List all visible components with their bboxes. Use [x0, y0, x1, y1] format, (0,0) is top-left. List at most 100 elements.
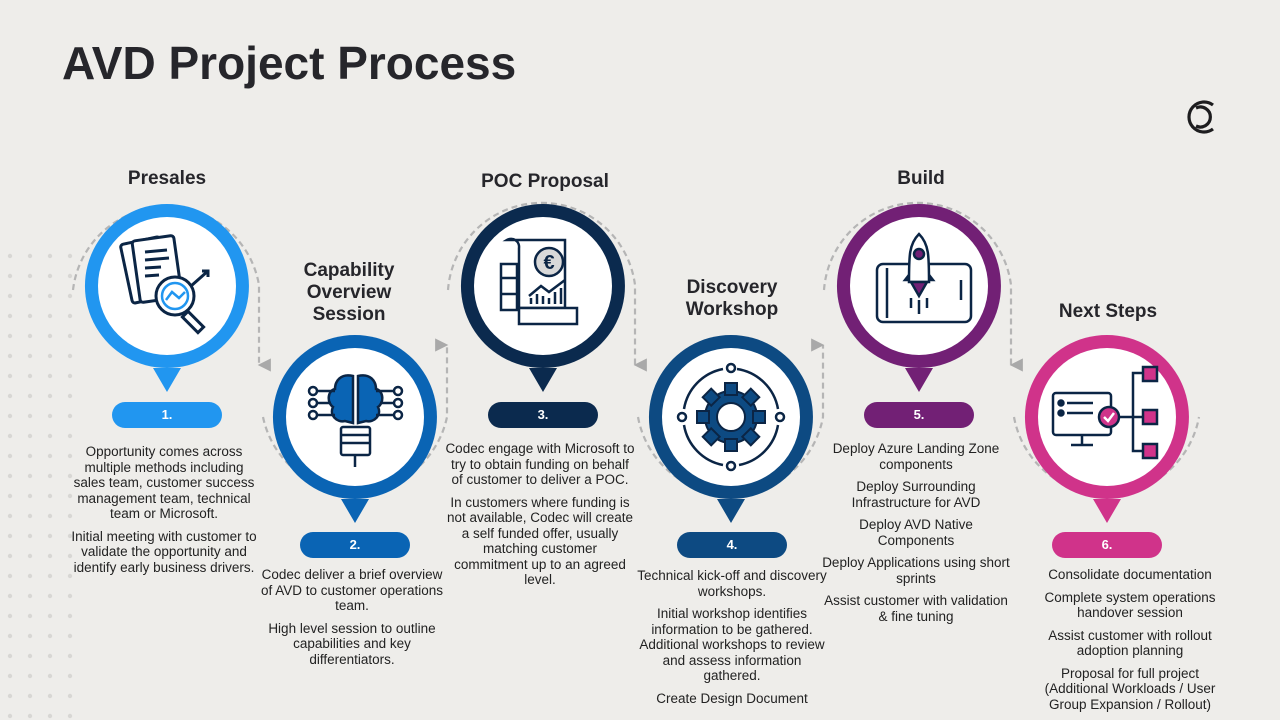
grid-dot	[27, 433, 33, 439]
description-paragraph: Deploy Applications using short sprints	[822, 555, 1010, 586]
stage-pin-next-steps	[1021, 331, 1193, 531]
description-paragraph: Create Design Document	[656, 690, 808, 706]
description-paragraph: In customers where funding is not availa…	[446, 494, 634, 588]
stage-title-capability-overview: Capability Overview Session	[303, 260, 395, 325]
grid-dot	[27, 293, 33, 299]
grid-dot	[67, 693, 73, 699]
grid-dot	[67, 313, 73, 319]
grid-dot	[67, 373, 73, 379]
grid-dot	[7, 293, 13, 299]
grid-dot	[7, 673, 13, 679]
grid-dot	[47, 653, 53, 659]
grid-dot	[7, 253, 13, 259]
description-paragraph: Initial workshop identifies information …	[639, 606, 825, 683]
grid-dot	[47, 473, 53, 479]
grid-dot	[27, 553, 33, 559]
grid-dot	[47, 693, 53, 699]
grid-dot	[47, 553, 53, 559]
stage-title-next-steps: Next Steps	[1058, 301, 1158, 322]
stage-pin-poc-proposal: €	[457, 200, 629, 400]
stage-badge-4: 4.	[677, 532, 787, 558]
description-paragraph: Assist customer with validation & fine t…	[824, 593, 1008, 624]
stage-pin-capability-overview	[269, 331, 441, 531]
description-paragraph: Deploy Azure Landing Zone components	[832, 441, 1000, 472]
grid-dot	[7, 473, 13, 479]
grid-dot	[67, 453, 73, 459]
grid-dot	[67, 633, 73, 639]
description-paragraph: Codec deliver a brief overview of AVD to…	[260, 567, 444, 613]
grid-dot	[7, 513, 13, 519]
description-paragraph: Initial meeting with customer to validat…	[71, 528, 257, 575]
grid-dot	[7, 393, 13, 399]
grid-dot	[27, 633, 33, 639]
grid-dot	[7, 693, 13, 699]
monitor-checklist-icon	[1051, 365, 1159, 460]
stage-title-poc-proposal: POC Proposal	[481, 171, 609, 192]
stage-description-poc-proposal: Codec engage with Microsoft to try to ob…	[445, 441, 635, 595]
grid-dot	[67, 273, 73, 279]
brain-bulb-icon	[307, 374, 404, 467]
grid-dot	[27, 273, 33, 279]
grid-dot	[67, 673, 73, 679]
grid-dot	[47, 273, 53, 279]
grid-dot	[67, 553, 73, 559]
grid-dot	[27, 313, 33, 319]
grid-dot	[7, 593, 13, 599]
grid-dot	[67, 533, 73, 539]
grid-dot	[27, 533, 33, 539]
gear-cycle-icon	[676, 362, 786, 472]
description-paragraph: Deploy AVD Native Components	[859, 517, 973, 548]
grid-dot	[67, 253, 73, 259]
svg-text:€: €	[543, 252, 554, 274]
grid-dot	[47, 493, 53, 499]
grid-dot	[67, 413, 73, 419]
document-magnifier-icon	[119, 234, 210, 335]
grid-dot	[47, 373, 53, 379]
grid-dot	[47, 533, 53, 539]
grid-dot	[47, 513, 53, 519]
description-paragraph: Proposal for full project (Additional Wo…	[1044, 665, 1216, 712]
grid-dot	[27, 493, 33, 499]
grid-dot	[7, 613, 13, 619]
grid-dot	[67, 493, 73, 499]
grid-dot	[27, 413, 33, 419]
grid-dot	[7, 433, 13, 439]
grid-dot	[7, 413, 13, 419]
description-paragraph: Codec engage with Microsoft to try to ob…	[445, 441, 635, 487]
grid-dot	[27, 573, 33, 579]
grid-dot	[67, 613, 73, 619]
grid-dot	[7, 533, 13, 539]
grid-dot	[67, 433, 73, 439]
grid-dot	[27, 353, 33, 359]
stage-pin-discovery-workshop	[645, 331, 817, 531]
grid-dot	[47, 333, 53, 339]
stage-description-next-steps: Consolidate documentation Complete syste…	[1035, 567, 1225, 719]
grid-dot	[7, 653, 13, 659]
codec-logo-icon	[1187, 100, 1214, 134]
stage-badge-5: 5.	[864, 402, 974, 428]
grid-dot	[67, 713, 73, 719]
grid-dot	[27, 333, 33, 339]
grid-dot	[27, 453, 33, 459]
grid-dot	[7, 273, 13, 279]
grid-dot	[67, 353, 73, 359]
grid-dot	[27, 513, 33, 519]
description-paragraph: Opportunity comes across multiple method…	[73, 444, 255, 521]
grid-dot	[47, 353, 53, 359]
grid-dot	[47, 393, 53, 399]
grid-dot	[47, 413, 53, 419]
stage-badge-1: 1.	[112, 402, 222, 428]
grid-dot	[7, 313, 13, 319]
grid-dot	[7, 353, 13, 359]
grid-dot	[27, 473, 33, 479]
grid-dot	[47, 573, 53, 579]
grid-dot	[47, 673, 53, 679]
rocket-phone-icon	[875, 232, 973, 324]
grid-dot	[7, 633, 13, 639]
grid-dot	[7, 713, 13, 719]
stage-description-presales: Opportunity comes across multiple method…	[69, 444, 259, 582]
stage-title-discovery-workshop: Discovery Workshop	[685, 277, 779, 320]
grid-dot	[47, 293, 53, 299]
grid-dot	[27, 373, 33, 379]
stage-description-discovery-workshop: Technical kick-off and discovery worksho…	[637, 568, 827, 713]
